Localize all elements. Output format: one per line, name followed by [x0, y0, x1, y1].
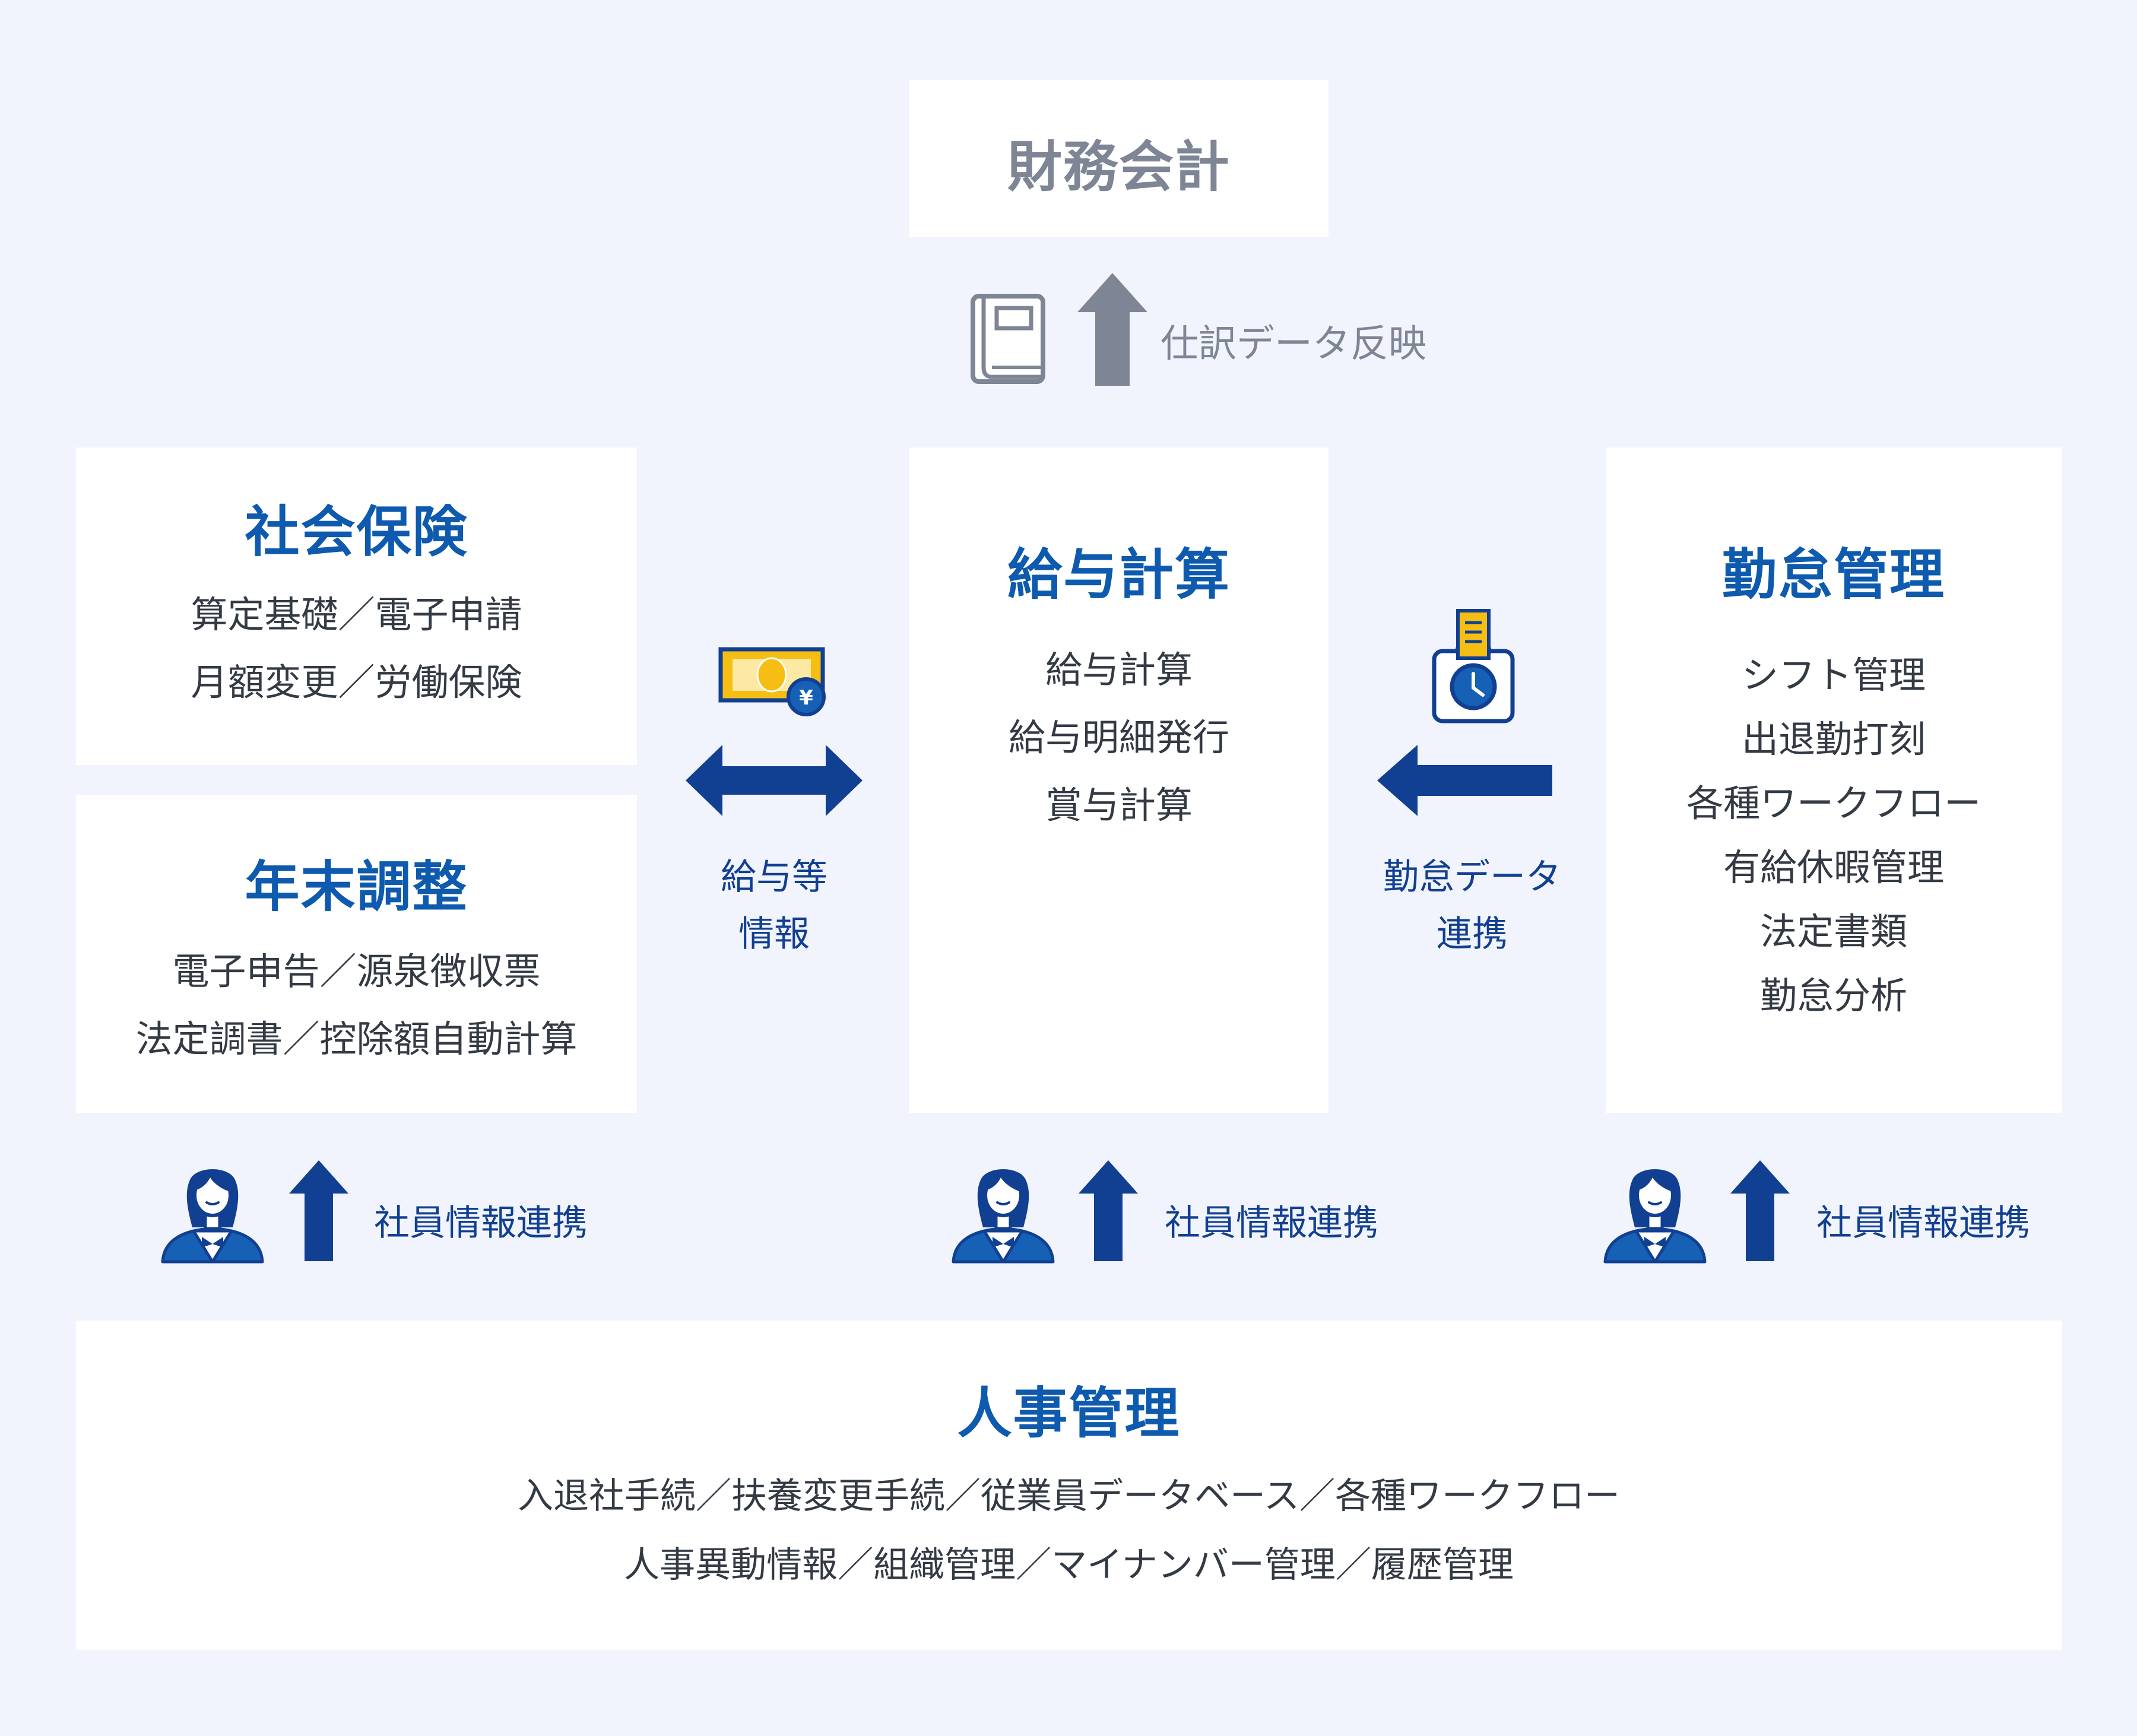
- payroll-item: 賞与計算: [1045, 783, 1193, 827]
- employee-up-arrow: [289, 1160, 348, 1261]
- attendance-item: 法定書類: [1759, 910, 1907, 953]
- attendance-link-line2: 連携: [1437, 913, 1508, 955]
- time-card-clock-icon: [1432, 609, 1515, 723]
- social-insurance-items: 算定基礎／電子申請 月額変更／労働保険: [76, 581, 637, 716]
- attendance-box: 勤怠管理 シフト管理 出退勤打刻 各種ワークフロー 有給休暇管理 法定書類 勤怠…: [1606, 448, 2062, 1113]
- social-insurance-title: 社会保険: [245, 500, 468, 564]
- employee-link-label: 社員情報連携: [374, 1202, 588, 1244]
- hr-items: 入退社手続／扶養変更手続／従業員データベース／各種ワークフロー 人事異動情報／組…: [76, 1462, 2062, 1599]
- employee-up-arrow: [1079, 1160, 1138, 1261]
- attendance-item: 各種ワークフロー: [1686, 782, 1981, 825]
- social-insurance-item: 月額変更／労働保険: [191, 661, 522, 704]
- banknote-yen-icon: ¥: [718, 647, 826, 716]
- employee-up-arrow: [1730, 1160, 1790, 1261]
- ledger-book-icon: [971, 294, 1045, 384]
- year-end-item: 電子申告／源泉徴収票: [172, 950, 541, 993]
- hr-box: 人事管理 入退社手続／扶養変更手続／従業員データベース／各種ワークフロー 人事異…: [76, 1321, 2062, 1650]
- attendance-link-label: 勤怠データ 連携: [1365, 849, 1579, 963]
- payroll-box: 給与計算 給与計算 給与明細発行 賞与計算: [909, 448, 1329, 1113]
- attendance-item: 勤怠分析: [1759, 974, 1907, 1017]
- accounting-box: 財務会計: [909, 80, 1329, 237]
- social-insurance-box: 社会保険 算定基礎／電子申請 月額変更／労働保険: [76, 448, 637, 765]
- employee-icon: [950, 1157, 1057, 1264]
- social-insurance-item: 算定基礎／電子申請: [191, 593, 522, 636]
- salary-link-line2: 情報: [738, 913, 810, 955]
- year-end-title: 年末調整: [245, 855, 468, 919]
- attendance-item: 出退勤打刻: [1741, 718, 1926, 761]
- hr-title: 人事管理: [957, 1382, 1181, 1445]
- payroll-items: 給与計算 給与明細発行 賞与計算: [909, 636, 1329, 839]
- employee-link-label: 社員情報連携: [1816, 1202, 2030, 1244]
- payroll-title: 給与計算: [1007, 543, 1231, 607]
- bidirectional-arrow: [686, 745, 863, 816]
- year-end-item: 法定調書／控除額自動計算: [135, 1017, 578, 1061]
- journal-up-arrow: [1077, 273, 1147, 386]
- salary-link-line1: 給与等: [721, 856, 827, 898]
- svg-text:¥: ¥: [799, 686, 813, 710]
- hr-item: 人事異動情報／組織管理／マイナンバー管理／履歴管理: [624, 1544, 1514, 1586]
- employee-icon: [1602, 1157, 1708, 1264]
- payroll-item: 給与計算: [1045, 648, 1193, 691]
- attendance-link-line1: 勤怠データ: [1383, 856, 1561, 898]
- year-end-box: 年末調整 電子申告／源泉徴収票 法定調書／控除額自動計算: [76, 795, 637, 1113]
- salary-link-label: 給与等 情報: [686, 849, 863, 963]
- attendance-items: シフト管理 出退勤打刻 各種ワークフロー 有給休暇管理 法定書類 勤怠分析: [1606, 643, 2062, 1028]
- year-end-items: 電子申告／源泉徴収票 法定調書／控除額自動計算: [76, 938, 637, 1073]
- attendance-title: 勤怠管理: [1721, 543, 1945, 607]
- attendance-item: 有給休暇管理: [1723, 846, 1944, 889]
- payroll-item: 給与明細発行: [1008, 716, 1229, 759]
- employee-icon: [159, 1157, 266, 1264]
- attendance-item: シフト管理: [1741, 653, 1926, 697]
- journal-link-label: 仕訳データ反映: [1161, 322, 1426, 366]
- employee-link-label: 社員情報連携: [1165, 1202, 1378, 1244]
- attendance-arrow: [1377, 745, 1552, 816]
- hr-item: 入退社手続／扶養変更手続／従業員データベース／各種ワークフロー: [518, 1475, 1620, 1517]
- accounting-title: 財務会計: [1007, 135, 1231, 199]
